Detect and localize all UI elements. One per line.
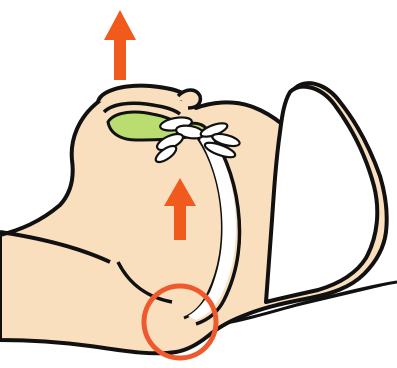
upward-arrow-top — [104, 10, 136, 80]
